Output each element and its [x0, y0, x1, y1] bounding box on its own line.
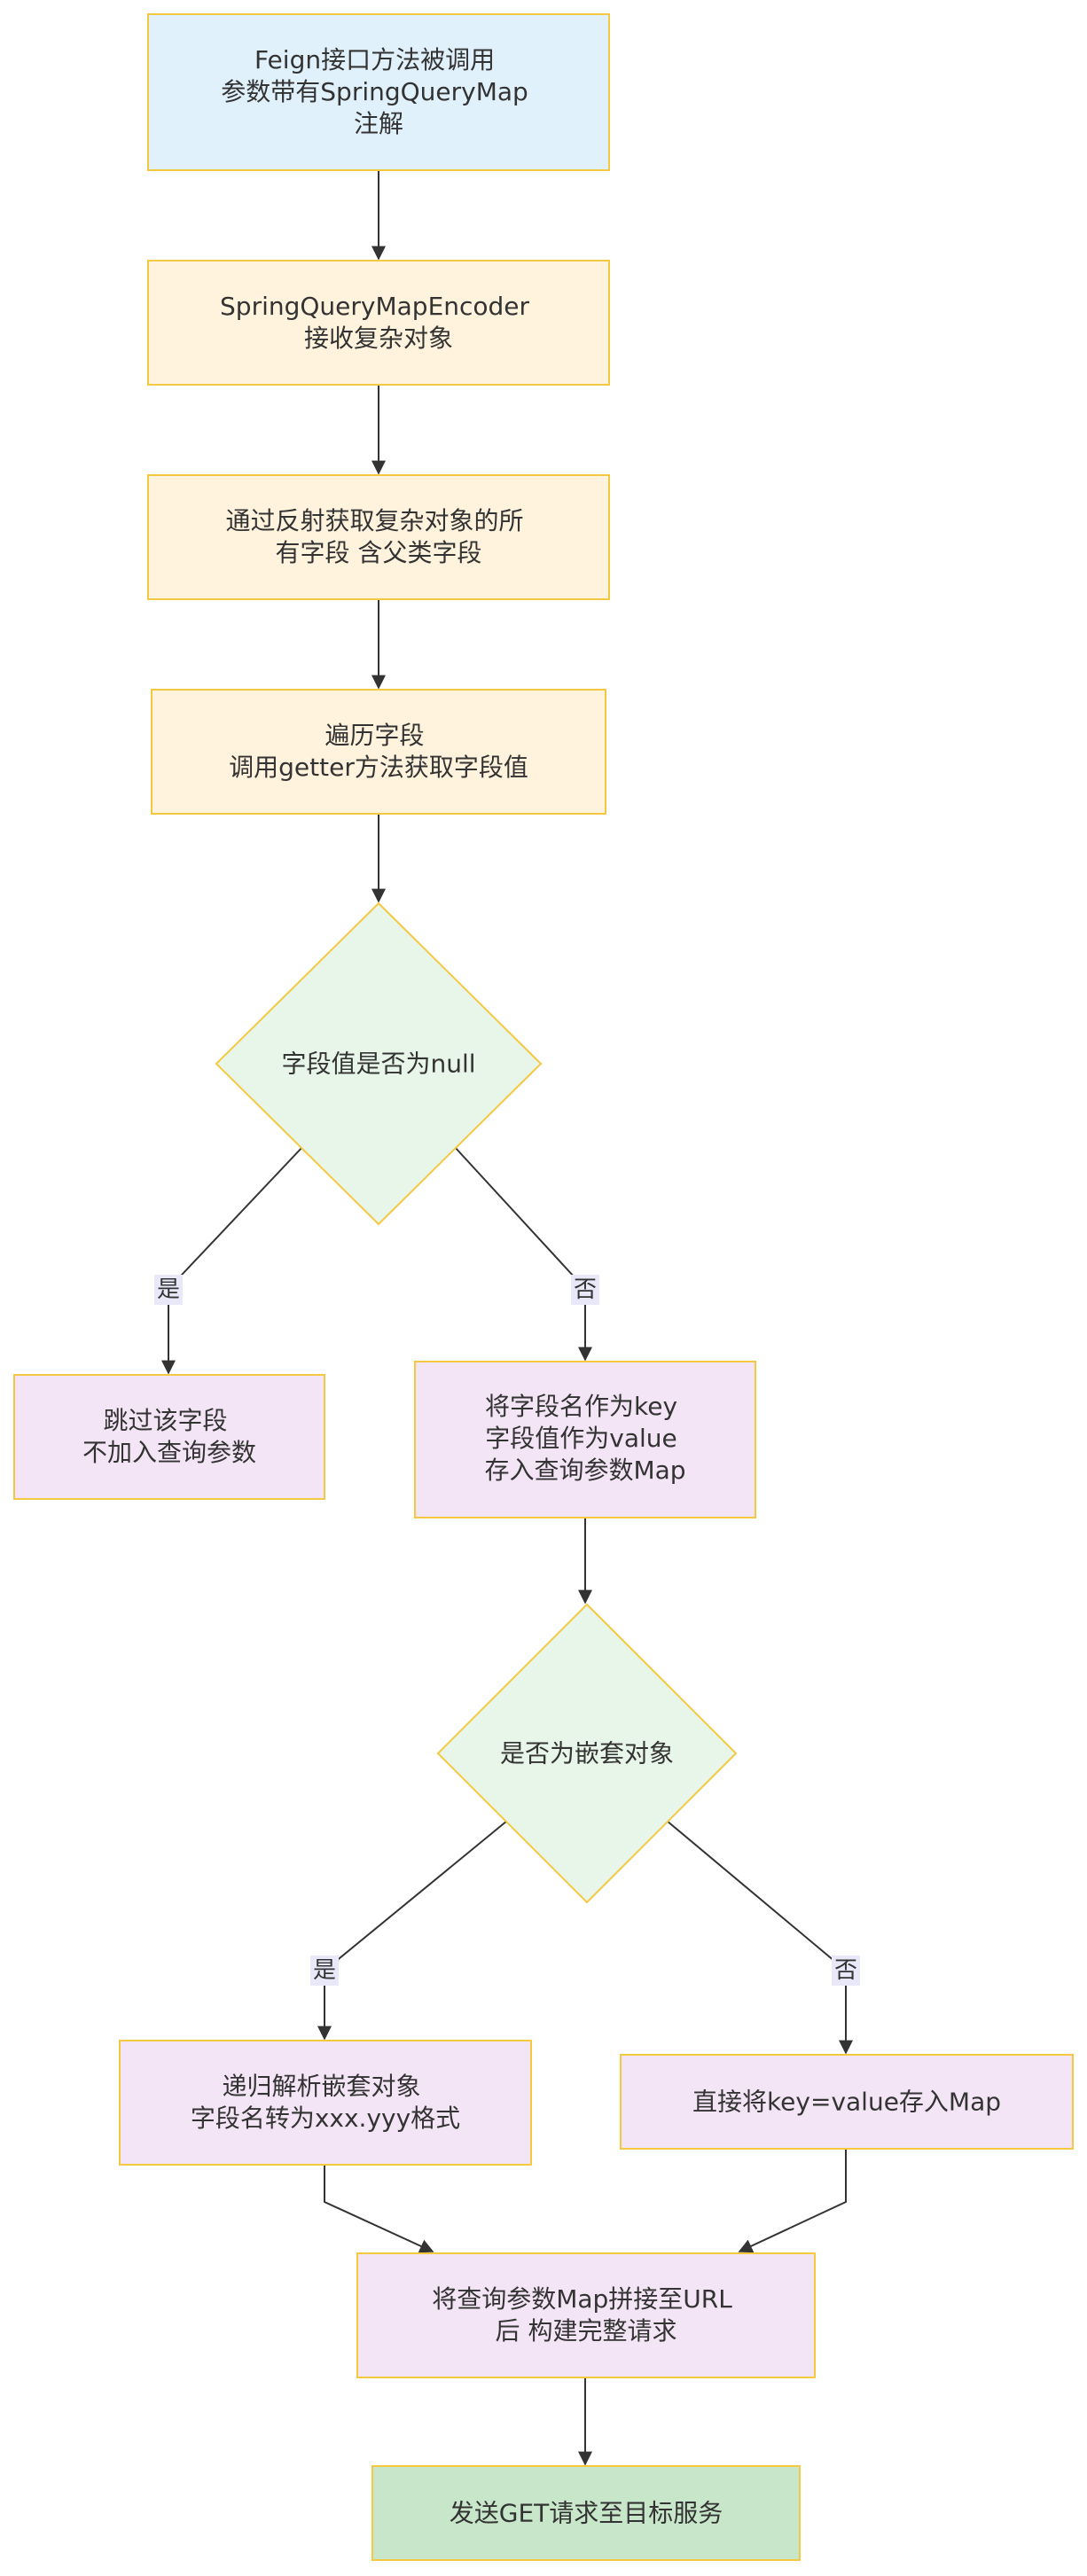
node-build-url: 将查询参数Map拼接至URL 后 构建完整请求: [356, 2252, 816, 2378]
node-encoder-label: SpringQueryMapEncoder 接收复杂对象: [220, 292, 537, 353]
edge-label-null-yes: 是: [157, 1276, 180, 1303]
node-reflect: 通过反射获取复杂对象的所 有字段 含父类字段: [147, 474, 610, 600]
edge-is-null-yes: [161, 1145, 304, 1375]
node-is-nested-shape: [436, 1603, 738, 1904]
node-start-line-1: Feign接口方法被调用: [254, 45, 495, 74]
edge-label-null-no: 否: [574, 1276, 597, 1303]
nodes: Feign接口方法被调用 参数带有SpringQueryMap 注解 Sprin…: [13, 13, 1074, 2561]
node-reflect-shape: [147, 474, 610, 600]
edge-label-bg: [571, 1275, 599, 1305]
edge-label-nested-no: 否: [834, 1957, 857, 1984]
node-start-line-2: 参数带有SpringQueryMap: [221, 77, 528, 106]
node-reflect-line-2: 有字段 含父类字段: [276, 538, 482, 567]
node-put-map-label: 将字段名作为key 字段值作为value 存入查询参数Map: [484, 1392, 685, 1485]
node-skip-line-1: 跳过该字段: [104, 1406, 228, 1435]
node-skip-line-2: 不加入查询参数: [82, 1438, 256, 1467]
edge-labels: 是 否 是 否: [154, 1275, 860, 1986]
node-is-null-label: 字段值是否为null: [281, 1050, 475, 1079]
node-put-map-line-3: 存入查询参数Map: [484, 1456, 685, 1485]
node-start-label: Feign接口方法被调用 参数带有SpringQueryMap 注解: [221, 45, 536, 138]
node-iterate-label: 遍历字段 调用getter方法获取字段值: [229, 721, 528, 782]
node-skip-shape: [13, 1374, 325, 1500]
node-iterate-line-2: 调用getter方法获取字段值: [229, 753, 528, 782]
node-skip-label: 跳过该字段 不加入查询参数: [82, 1406, 256, 1467]
node-is-nested: 是否为嵌套对象: [436, 1603, 738, 1904]
node-put-map-shape: [414, 1361, 756, 1518]
edge-is-nested-no: [666, 1820, 853, 2055]
edge-recurse-to-build-url: [324, 2163, 434, 2253]
node-recurse-shape: [119, 2040, 532, 2166]
edge-label-bg: [832, 1955, 860, 1986]
node-send-shape: [371, 2465, 801, 2561]
node-direct: 直接将key=value存入Map: [620, 2054, 1074, 2150]
node-iterate-shape: [151, 689, 606, 815]
node-build-url-line-1: 将查询参数Map拼接至URL: [432, 2284, 732, 2314]
node-build-url-line-2: 后 构建完整请求: [496, 2316, 677, 2346]
node-start-line-3: 注解: [354, 109, 403, 138]
node-recurse-label: 递归解析嵌套对象 字段名转为xxx.yyy格式: [191, 2072, 460, 2133]
node-is-nested-label: 是否为嵌套对象: [500, 1739, 674, 1768]
node-is-null-shape: [215, 902, 543, 1226]
node-build-url-label: 将查询参数Map拼接至URL 后 构建完整请求: [432, 2284, 740, 2346]
node-skip: 跳过该字段 不加入查询参数: [13, 1374, 325, 1500]
node-build-url-shape: [356, 2252, 816, 2378]
node-put-map-line-2: 字段值作为value: [485, 1424, 676, 1453]
node-reflect-label: 通过反射获取复杂对象的所 有字段 含父类字段: [226, 506, 532, 567]
node-start-shape: [147, 13, 610, 171]
node-put-map: 将字段名作为key 字段值作为value 存入查询参数Map: [414, 1361, 756, 1518]
node-recurse-line-2: 字段名转为xxx.yyy格式: [191, 2104, 460, 2133]
node-start: Feign接口方法被调用 参数带有SpringQueryMap 注解: [147, 13, 610, 171]
node-is-null: 字段值是否为null: [215, 902, 543, 1226]
node-recurse-line-1: 递归解析嵌套对象: [223, 2072, 421, 2101]
edge-is-null-no: [453, 1145, 592, 1362]
node-encoder-shape: [147, 260, 610, 386]
node-send: 发送GET请求至目标服务: [371, 2465, 801, 2561]
node-reflect-line-1: 通过反射获取复杂对象的所: [226, 506, 524, 535]
edge-label-nested-yes: 是: [313, 1957, 336, 1984]
node-direct-label: 直接将key=value存入Map: [692, 2088, 1001, 2117]
edge-direct-to-build-url: [738, 2149, 847, 2253]
node-encoder-line-2: 接收复杂对象: [304, 324, 453, 353]
node-encoder: SpringQueryMapEncoder 接收复杂对象: [147, 260, 610, 386]
edge-label-bg: [310, 1955, 339, 1986]
edge-is-nested-yes: [317, 1820, 508, 2041]
edge-label-bg: [154, 1275, 183, 1305]
node-send-label: 发送GET请求至目标服务: [450, 2499, 723, 2528]
node-direct-shape: [620, 2054, 1074, 2150]
node-iterate-line-1: 遍历字段: [325, 721, 425, 750]
node-recurse: 递归解析嵌套对象 字段名转为xxx.yyy格式: [119, 2040, 532, 2166]
node-encoder-line-1: SpringQueryMapEncoder: [220, 292, 530, 321]
node-iterate: 遍历字段 调用getter方法获取字段值: [151, 689, 606, 815]
node-put-map-line-1: 将字段名作为key: [485, 1392, 677, 1421]
